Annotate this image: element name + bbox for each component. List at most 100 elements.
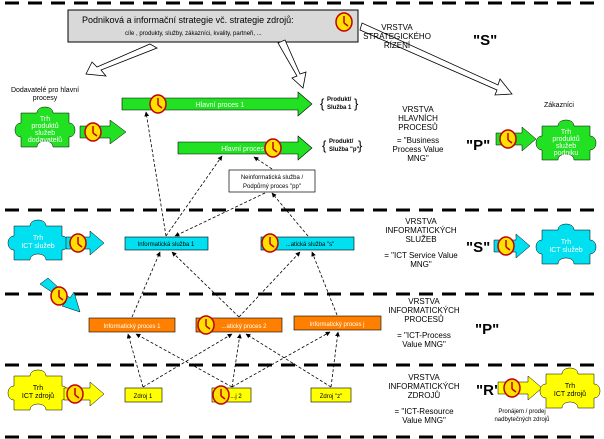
ict-services-market-left: Trh ICT služeb bbox=[7, 219, 69, 261]
suppliers-market-puzzle: Trh produktů služeb dodavatelů bbox=[14, 106, 76, 148]
svg-text:Trh: Trh bbox=[33, 385, 43, 392]
svg-text:INFORMATICKÝCH: INFORMATICKÝCH bbox=[388, 306, 460, 315]
svg-text:VRSTVA: VRSTVA bbox=[405, 217, 437, 226]
clock-icon bbox=[261, 233, 279, 253]
clock-icon bbox=[66, 384, 84, 404]
strategy-arrows bbox=[85, 22, 513, 96]
resource-z: Zdroj "z" bbox=[310, 387, 352, 403]
svg-text:Process Value: Process Value bbox=[393, 145, 445, 154]
svg-text:STRATEGICKÉHO: STRATEGICKÉHO bbox=[363, 32, 431, 41]
clock-icon bbox=[84, 122, 102, 142]
layer-label-r: VRSTVA INFORMATICKÝCH ZDROJŮ = "ICT-Reso… bbox=[388, 373, 501, 425]
main-process-p: Hlavní proces "p" bbox=[177, 135, 313, 161]
it-process-1: Informatický proces 1 bbox=[88, 317, 176, 333]
clock-icon bbox=[149, 94, 167, 114]
strategy-title: Podniková a informační strategie vč. str… bbox=[82, 15, 294, 25]
clock-icon bbox=[499, 129, 517, 149]
resource-1: Zdroj 1 bbox=[124, 387, 163, 403]
ict-resources-market-right: Trh ICT zdrojů bbox=[539, 367, 601, 409]
svg-text:Informatický proces j: Informatický proces j bbox=[309, 322, 364, 328]
layer-label-s2: VRSTVA INFORMATICKÝCH SLUŽEB = "ICT Serv… bbox=[384, 217, 490, 269]
svg-text:PROCESŮ: PROCESŮ bbox=[404, 315, 444, 324]
svg-text:= "Business: = "Business bbox=[397, 136, 439, 145]
product-p: { Produkt/ Služba "p" } bbox=[322, 138, 363, 153]
svg-text:Zdroj "z": Zdroj "z" bbox=[320, 394, 343, 400]
product-1: { Produkt/ Služba 1 } bbox=[320, 96, 359, 111]
strategy-subtitle: cíle , produkty, služby, zákazníci, kval… bbox=[125, 31, 262, 37]
svg-text:Trh: Trh bbox=[40, 116, 50, 123]
dependency-arrows bbox=[126, 111, 340, 388]
svg-text:INFORMATICKÝCH: INFORMATICKÝCH bbox=[385, 226, 457, 235]
svg-text:Trh: Trh bbox=[561, 129, 571, 136]
non-it-service-box: Neinformatická služba / Podpůrný proces … bbox=[228, 169, 316, 193]
svg-text:VRSTVA: VRSTVA bbox=[408, 297, 440, 306]
layer-code-r: "R" bbox=[476, 382, 501, 399]
svg-text:Služba "p": Služba "p" bbox=[329, 147, 360, 153]
clock-icon bbox=[264, 138, 282, 158]
clock-icon bbox=[212, 385, 230, 405]
svg-text:MNG": MNG" bbox=[410, 260, 432, 269]
svg-text:Value MNG": Value MNG" bbox=[402, 340, 446, 349]
svg-text:ICT služeb: ICT služeb bbox=[549, 247, 582, 254]
svg-text:služeb: služeb bbox=[556, 143, 576, 150]
svg-text:produktů: produktů bbox=[31, 122, 58, 130]
svg-text:podniku: podniku bbox=[554, 150, 579, 157]
suppliers-label-1: Dodavatelé pro hlavní bbox=[11, 87, 79, 94]
svg-text:Hlavní proces 1: Hlavní proces 1 bbox=[196, 102, 245, 109]
sale-label-1: Pronájem / prodej bbox=[498, 409, 545, 415]
svg-text:Zdroj 1: Zdroj 1 bbox=[134, 394, 153, 400]
svg-text:...j 2: ...j 2 bbox=[230, 394, 242, 400]
svg-text:dodavatelů: dodavatelů bbox=[28, 136, 62, 144]
it-service-1: Informatická služba 1 bbox=[124, 236, 209, 251]
suppliers-label-2: procesy bbox=[33, 95, 58, 102]
svg-text:Informatická služba 1: Informatická služba 1 bbox=[138, 242, 195, 248]
it-service-s: ...atická služba "s" bbox=[260, 233, 355, 253]
layer-code-s1: "S" bbox=[473, 32, 497, 49]
it-process-2: ...atický proces 2 bbox=[195, 315, 283, 335]
clock-icon bbox=[335, 12, 353, 32]
svg-text:Trh: Trh bbox=[565, 383, 575, 390]
svg-text:ICT zdrojů: ICT zdrojů bbox=[554, 390, 586, 398]
svg-text:Podpůrný proces "pp": Podpůrný proces "pp" bbox=[243, 183, 301, 190]
svg-text:= "ICT-Process: = "ICT-Process bbox=[397, 331, 451, 340]
svg-text:Trh: Trh bbox=[33, 235, 43, 242]
layer-label-p2: VRSTVA INFORMATICKÝCH PROCESŮ = "ICT-Pro… bbox=[388, 297, 499, 349]
svg-text:Informatický proces 1: Informatický proces 1 bbox=[103, 324, 161, 330]
svg-text:VRSTVA: VRSTVA bbox=[402, 105, 434, 114]
customers-market-puzzle: Trh produktů služeb podniku bbox=[535, 119, 597, 161]
clock-icon bbox=[497, 236, 515, 256]
svg-text:Value MNG": Value MNG" bbox=[402, 416, 446, 425]
it-process-j: Informatický proces j bbox=[293, 315, 382, 331]
clock-icon bbox=[50, 286, 68, 306]
clock-icon bbox=[69, 233, 87, 253]
layer-label-s1: VRSTVA STRATEGICKÉHO ŘÍZENÍ "S" bbox=[363, 23, 497, 50]
svg-text:{: { bbox=[320, 96, 325, 111]
svg-text:Produkt/: Produkt/ bbox=[327, 97, 352, 103]
svg-text:Služba 1: Služba 1 bbox=[327, 105, 352, 111]
svg-text:= "ICT-Resource: = "ICT-Resource bbox=[394, 407, 454, 416]
svg-text:= "ICT Service Value: = "ICT Service Value bbox=[384, 251, 458, 260]
svg-text:PROCESŮ: PROCESŮ bbox=[398, 123, 438, 132]
ict-services-market-right: Trh ICT služeb bbox=[535, 223, 597, 265]
svg-text:...atická služba "s": ...atická služba "s" bbox=[286, 242, 335, 248]
svg-text:Produkt/: Produkt/ bbox=[329, 139, 354, 145]
svg-text:...atický proces 2: ...atický proces 2 bbox=[221, 324, 267, 330]
clock-icon bbox=[503, 378, 521, 398]
svg-text:Trh: Trh bbox=[561, 239, 571, 246]
customers-label: Zákazníci bbox=[544, 102, 574, 109]
svg-text:služeb: služeb bbox=[35, 130, 55, 137]
svg-text:ICT služeb: ICT služeb bbox=[21, 243, 54, 250]
strategy-box: Podniková a informační strategie vč. str… bbox=[67, 9, 359, 43]
svg-text:VRSTVA: VRSTVA bbox=[408, 373, 440, 382]
layer-separators bbox=[5, 1, 600, 439]
svg-text:ICT zdrojů: ICT zdrojů bbox=[22, 392, 54, 400]
layer-code-p: "P" bbox=[466, 137, 490, 154]
ict-resources-market-left: Trh ICT zdrojů bbox=[7, 369, 69, 411]
svg-text:ŘÍZENÍ: ŘÍZENÍ bbox=[384, 41, 411, 50]
svg-text:ZDROJŮ: ZDROJŮ bbox=[408, 391, 441, 400]
svg-text:}: } bbox=[358, 138, 363, 153]
clock-icon bbox=[197, 315, 215, 335]
svg-text:INFORMATICKÝCH: INFORMATICKÝCH bbox=[388, 382, 460, 391]
svg-text:{: { bbox=[322, 138, 327, 153]
